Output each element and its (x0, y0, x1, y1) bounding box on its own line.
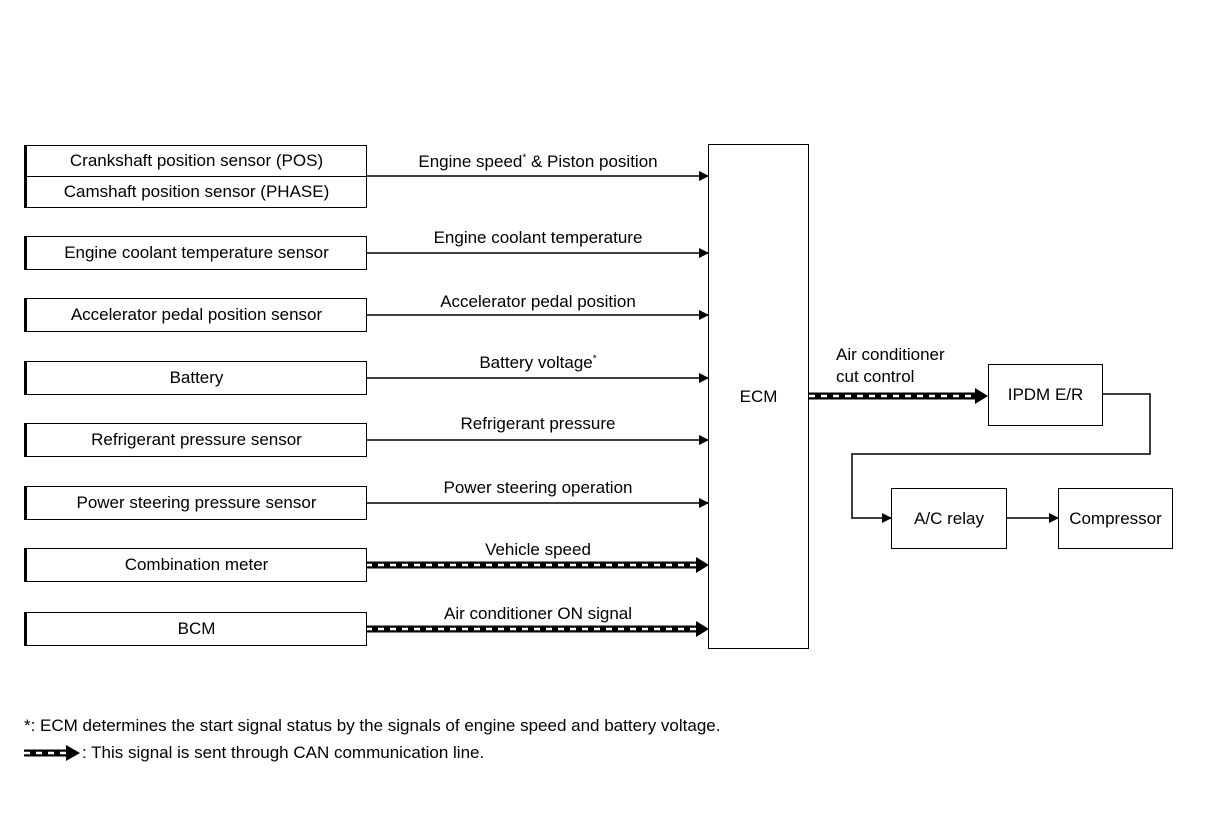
signal-label-accelerator: Accelerator pedal position (440, 292, 636, 311)
sensor-box-crank-cam: Crankshaft position sensor (POS) Camshaf… (24, 145, 367, 208)
sensor-box-accelerator: Accelerator pedal position sensor (24, 298, 367, 332)
can-legend-symbol (24, 745, 80, 761)
sensor-camshaft: Camshaft position sensor (PHASE) (27, 176, 366, 207)
signal-label-engine-speed: Engine speed* & Piston position (418, 152, 658, 171)
ac-relay-box: A/C relay (891, 488, 1007, 549)
sensor-box-bcm: BCM (24, 612, 367, 646)
footnote-start-signal: *: ECM determines the start signal statu… (24, 716, 721, 735)
signal-label-coolant: Engine coolant temperature (433, 228, 643, 247)
can-line-vehicle-speed (366, 557, 709, 573)
ipdm-box: IPDM E/R (988, 364, 1103, 426)
sensor-box-coolant: Engine coolant temperature sensor (24, 236, 367, 270)
signal-label-vehicle-speed: Vehicle speed (485, 540, 591, 559)
sensor-box-battery: Battery (24, 361, 367, 395)
footnote-can-line: : This signal is sent through CAN commun… (82, 743, 485, 762)
ipdm-to-relay-line (851, 393, 1151, 523)
signal-label-battery: Battery voltage* (479, 353, 597, 372)
signal-label-ac-on: Air conditioner ON signal (443, 604, 633, 623)
sensor-box-combination-meter: Combination meter (24, 548, 367, 582)
output-signal-label: Air conditioner cut control (836, 345, 945, 386)
signal-label-refrigerant: Refrigerant pressure (460, 414, 616, 433)
sensor-box-power-steering: Power steering pressure sensor (24, 486, 367, 520)
can-line-ac-on (366, 621, 709, 637)
can-line-ac-cut-control (809, 388, 988, 404)
compressor-box: Compressor (1058, 488, 1173, 549)
sensor-box-refrigerant: Refrigerant pressure sensor (24, 423, 367, 457)
sensor-crankshaft: Crankshaft position sensor (POS) (69, 151, 324, 170)
ecm-box: ECM (708, 144, 809, 649)
signal-label-power-steering: Power steering operation (443, 478, 633, 497)
